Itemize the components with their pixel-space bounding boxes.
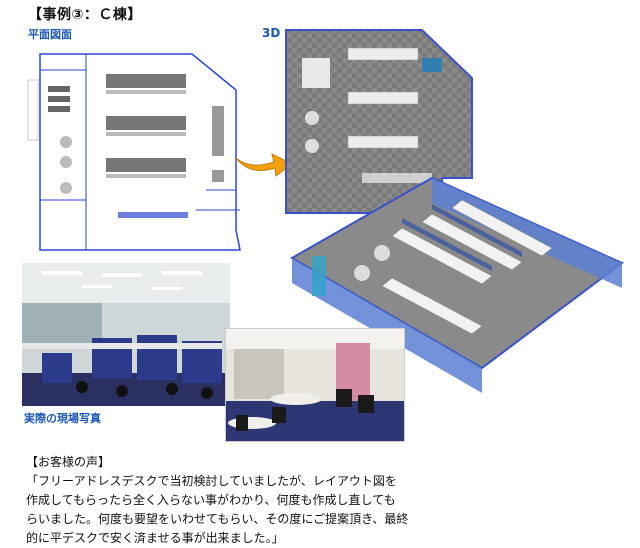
office-photo-round-tables [225,328,405,442]
voice-line: 「フリーアドレスデスクで当初検討していましたが、レイアウト図を [26,474,397,488]
floor-plan-drawing [26,50,244,253]
voice-line: 的に平デスクで安く済ませる事が出来ました。」 [26,531,284,545]
voice-line: 作成してもらったら全く入らない事がわかり、何度も作成し直しても [26,493,396,507]
office-photo-desks [22,263,230,406]
case-title: 【事例③：Ｃ棟】 [28,7,142,23]
3d-label: 3D [262,26,281,40]
site-photo-label: 実際の現場写真 [24,412,101,425]
voice-heading: 【お客様の声】 [26,455,111,469]
floor-plan-label: 平面図面 [28,28,72,41]
customer-voice: 【お客様の声】 「フリーアドレスデスクで当初検討していましたが、レイアウト図を … [26,453,446,548]
3d-render [285,29,624,393]
voice-line: らいました。何度も要望をいわせてもらい、その度にご提案頂き、最終 [26,512,409,526]
